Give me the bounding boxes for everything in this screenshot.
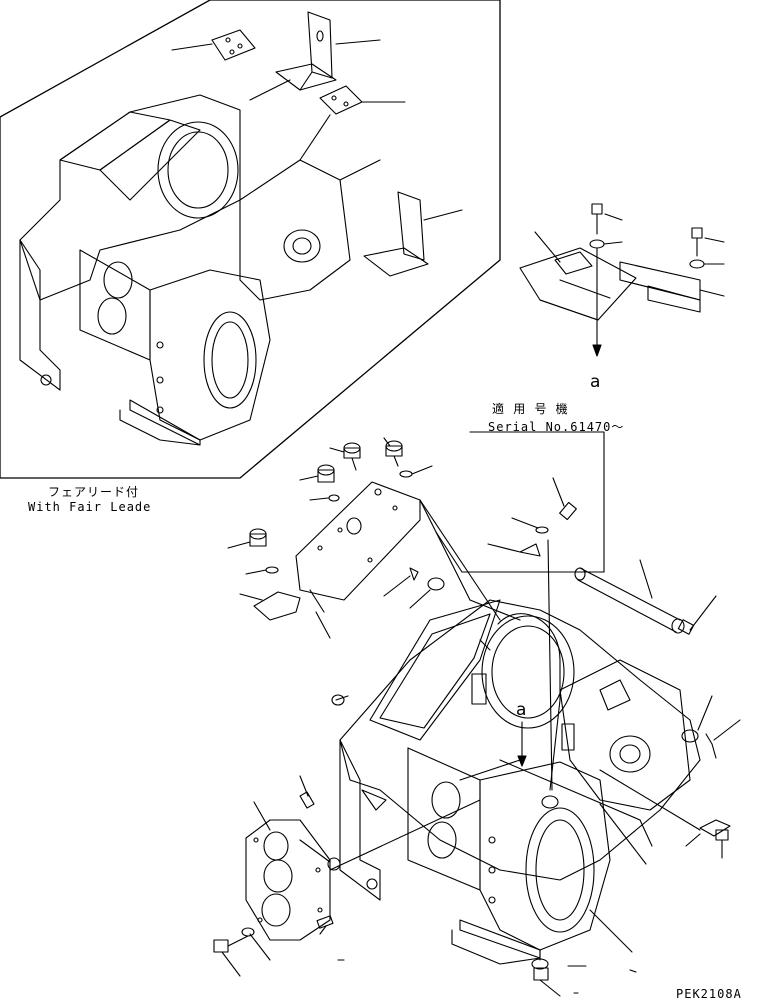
cover-angle-bracket	[619, 261, 725, 313]
main-transmission-housing	[339, 599, 701, 965]
end-cover-assembly	[213, 694, 647, 997]
pin-clip	[383, 567, 419, 597]
serial-caption-jp: 適 用 号 機	[492, 402, 569, 416]
o-ring	[427, 577, 445, 591]
inset-bracket-plate-2	[319, 85, 406, 115]
bolt-leader	[315, 611, 331, 639]
washer-a	[399, 470, 413, 478]
view-marker-main: a	[516, 700, 527, 720]
washer-c-leader	[309, 497, 329, 501]
inset-frame	[0, 0, 501, 479]
view-arrow-a	[592, 247, 602, 357]
inset-bracket-plate	[171, 29, 256, 61]
bolt-b	[383, 437, 403, 467]
bolt-a	[329, 442, 361, 471]
cover-plate	[519, 231, 637, 321]
washer-d-leader	[245, 569, 267, 575]
washer-c	[328, 494, 340, 502]
bolt-c	[299, 464, 335, 483]
bolt-d	[227, 528, 267, 549]
view-marker-top: a	[590, 372, 601, 392]
top-cover-assembly	[519, 203, 725, 357]
cover-bolt	[591, 203, 623, 235]
serial-parts	[487, 477, 577, 557]
washer-a-leader	[411, 465, 433, 475]
cover-washer	[589, 239, 605, 249]
inset-caption-jp: フェアリード付	[48, 485, 140, 499]
inset-bracket-upright-2	[363, 191, 463, 277]
cover-bolt-2	[691, 227, 725, 257]
small-bracket	[239, 591, 301, 621]
inset-caption-en: With Fair Leade	[28, 500, 152, 514]
washer-leader	[603, 241, 623, 245]
cable-line-1	[419, 499, 471, 601]
side-cover-assembly	[227, 437, 471, 639]
washer-d	[265, 566, 279, 574]
serial-caption-en: Serial No.61470〜	[488, 420, 625, 434]
side-cover-plate	[295, 481, 421, 613]
assembly-leaders	[419, 499, 641, 821]
serial-callout-box	[435, 431, 605, 573]
right-parts	[599, 695, 741, 859]
cover-washer-2	[689, 259, 705, 269]
shaft	[574, 559, 717, 635]
drawing-code: PEK2108A	[676, 987, 742, 1001]
inset-bracket-upright	[275, 11, 381, 91]
inset-housing	[19, 79, 381, 446]
inset-fair-lead-assembly	[0, 0, 501, 479]
cable	[479, 539, 561, 791]
view-arrow-a-main	[517, 721, 527, 767]
o-ring-leader	[409, 589, 431, 609]
